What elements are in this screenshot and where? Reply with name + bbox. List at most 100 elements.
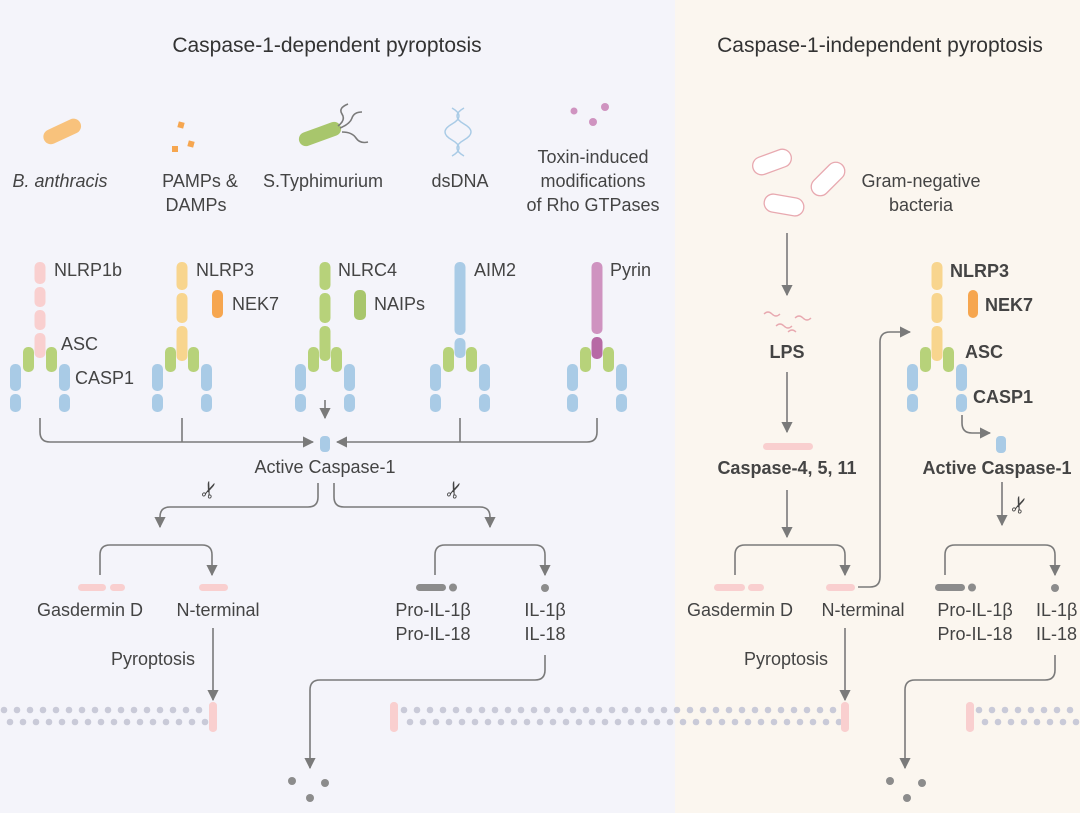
lipid-head	[770, 718, 778, 726]
asc-shape	[443, 347, 454, 372]
lipid-head	[679, 718, 687, 726]
gram-negative-bacteria-icon	[752, 148, 846, 217]
lipid-head	[458, 718, 466, 726]
lipid-head	[1014, 706, 1022, 714]
lipid-head	[84, 718, 92, 726]
lipid-head	[182, 706, 190, 714]
nlrc4-segment	[319, 293, 331, 323]
lipid-head	[994, 718, 1002, 726]
lipid-head	[608, 706, 616, 714]
pro-il-shape	[416, 583, 457, 592]
lipid-head	[803, 706, 811, 714]
asc-shape	[308, 347, 319, 372]
lipid-head	[13, 706, 21, 714]
left-panel-bg	[0, 0, 675, 813]
gasdermin-pore	[390, 702, 398, 732]
bacteria-label-2: bacteria	[889, 195, 954, 215]
trigger-label-b-anthracis: B. anthracis	[12, 171, 107, 191]
right-n-terminal-label: N-terminal	[821, 600, 904, 620]
lipid-head	[569, 706, 577, 714]
lipid-head	[517, 706, 525, 714]
casp1-shape	[479, 394, 490, 412]
lipid-head	[653, 718, 661, 726]
lipid-head	[32, 718, 40, 726]
lipid-head	[465, 706, 473, 714]
lipid-head	[491, 706, 499, 714]
asc-shape	[466, 347, 477, 372]
lipid-head	[91, 706, 99, 714]
lipid-head	[471, 718, 479, 726]
right-asc-label: ASC	[965, 342, 1003, 362]
lipid-head	[1001, 706, 1009, 714]
casp1-shape	[201, 364, 212, 391]
lipid-head	[822, 718, 830, 726]
lipid-head	[406, 718, 414, 726]
left-title: Caspase-1-dependent pyroptosis	[172, 34, 481, 57]
right-gasdermin-d-label: Gasdermin D	[687, 600, 793, 620]
right-partner-label-nek7: NEK7	[985, 295, 1033, 315]
right-active-caspase-1-shape	[996, 436, 1006, 453]
lipid-head	[647, 706, 655, 714]
lipid-head	[104, 706, 112, 714]
lipid-head	[1033, 718, 1041, 726]
right-arrows	[734, 233, 1061, 770]
right-gasdermin-d-shape	[714, 584, 764, 591]
lipid-head	[975, 706, 983, 714]
pyrin-segment	[591, 337, 603, 359]
right-pro-il-shape	[935, 583, 976, 592]
casp1-shape	[295, 394, 306, 412]
lipid-head	[601, 718, 609, 726]
aim2-inflammasome	[430, 262, 490, 412]
pro-il-1b-label: Pro-IL-1β	[395, 600, 470, 620]
lipid-head	[452, 706, 460, 714]
casp1-label: CASP1	[75, 368, 134, 388]
nlrc4-segment	[319, 262, 331, 290]
lipid-head	[130, 706, 138, 714]
lipid-head	[725, 706, 733, 714]
nlrc4-inflammasome	[295, 262, 355, 412]
pyrin-inflammasome	[567, 262, 627, 412]
il-shape	[541, 584, 549, 592]
lipid-head	[588, 718, 596, 726]
casp1-shape	[59, 394, 70, 412]
il-18-label: IL-18	[524, 624, 565, 644]
lipid-head	[796, 718, 804, 726]
lipid-head	[829, 706, 837, 714]
lipid-head	[149, 718, 157, 726]
trigger-label-toxin-2: modifications	[540, 171, 645, 191]
lipid-head	[156, 706, 164, 714]
gasdermin-pore	[966, 702, 974, 732]
lipid-head	[439, 706, 447, 714]
nlrp1b-inflammasome	[10, 262, 70, 412]
active-caspase-1-label: Active Caspase-1	[254, 457, 395, 477]
casp1-shape	[907, 364, 918, 391]
lipid-head	[497, 718, 505, 726]
casp1-shape	[567, 364, 578, 391]
casp1-shape	[616, 394, 627, 412]
right-pyroptosis-label: Pyroptosis	[744, 649, 828, 669]
partner-label-naips: NAIPs	[374, 294, 425, 314]
lipid-head	[162, 718, 170, 726]
lipid-head	[400, 706, 408, 714]
lipid-head	[562, 718, 570, 726]
lipid-head	[575, 718, 583, 726]
lipid-head	[1059, 718, 1067, 726]
trigger-label-salmonella: S.Typhimurium	[263, 171, 383, 191]
lipid-head	[426, 706, 434, 714]
lipid-head	[686, 706, 694, 714]
right-panel-bg	[675, 0, 1080, 813]
lipid-head	[1007, 718, 1015, 726]
lipid-head	[988, 706, 996, 714]
gasdermin-d-shape	[78, 584, 125, 591]
lipid-head	[432, 718, 440, 726]
casp1-shape	[430, 394, 441, 412]
nlrp1b-segment	[34, 333, 46, 358]
lipid-head	[52, 706, 60, 714]
right-sensor-label-nlrp3: NLRP3	[950, 261, 1009, 281]
asc-shape	[603, 347, 614, 372]
asc-shape	[580, 347, 591, 372]
lipid-head	[123, 718, 131, 726]
aim2-segment	[454, 262, 466, 335]
asc-shape	[920, 347, 931, 372]
lipid-head	[413, 706, 421, 714]
